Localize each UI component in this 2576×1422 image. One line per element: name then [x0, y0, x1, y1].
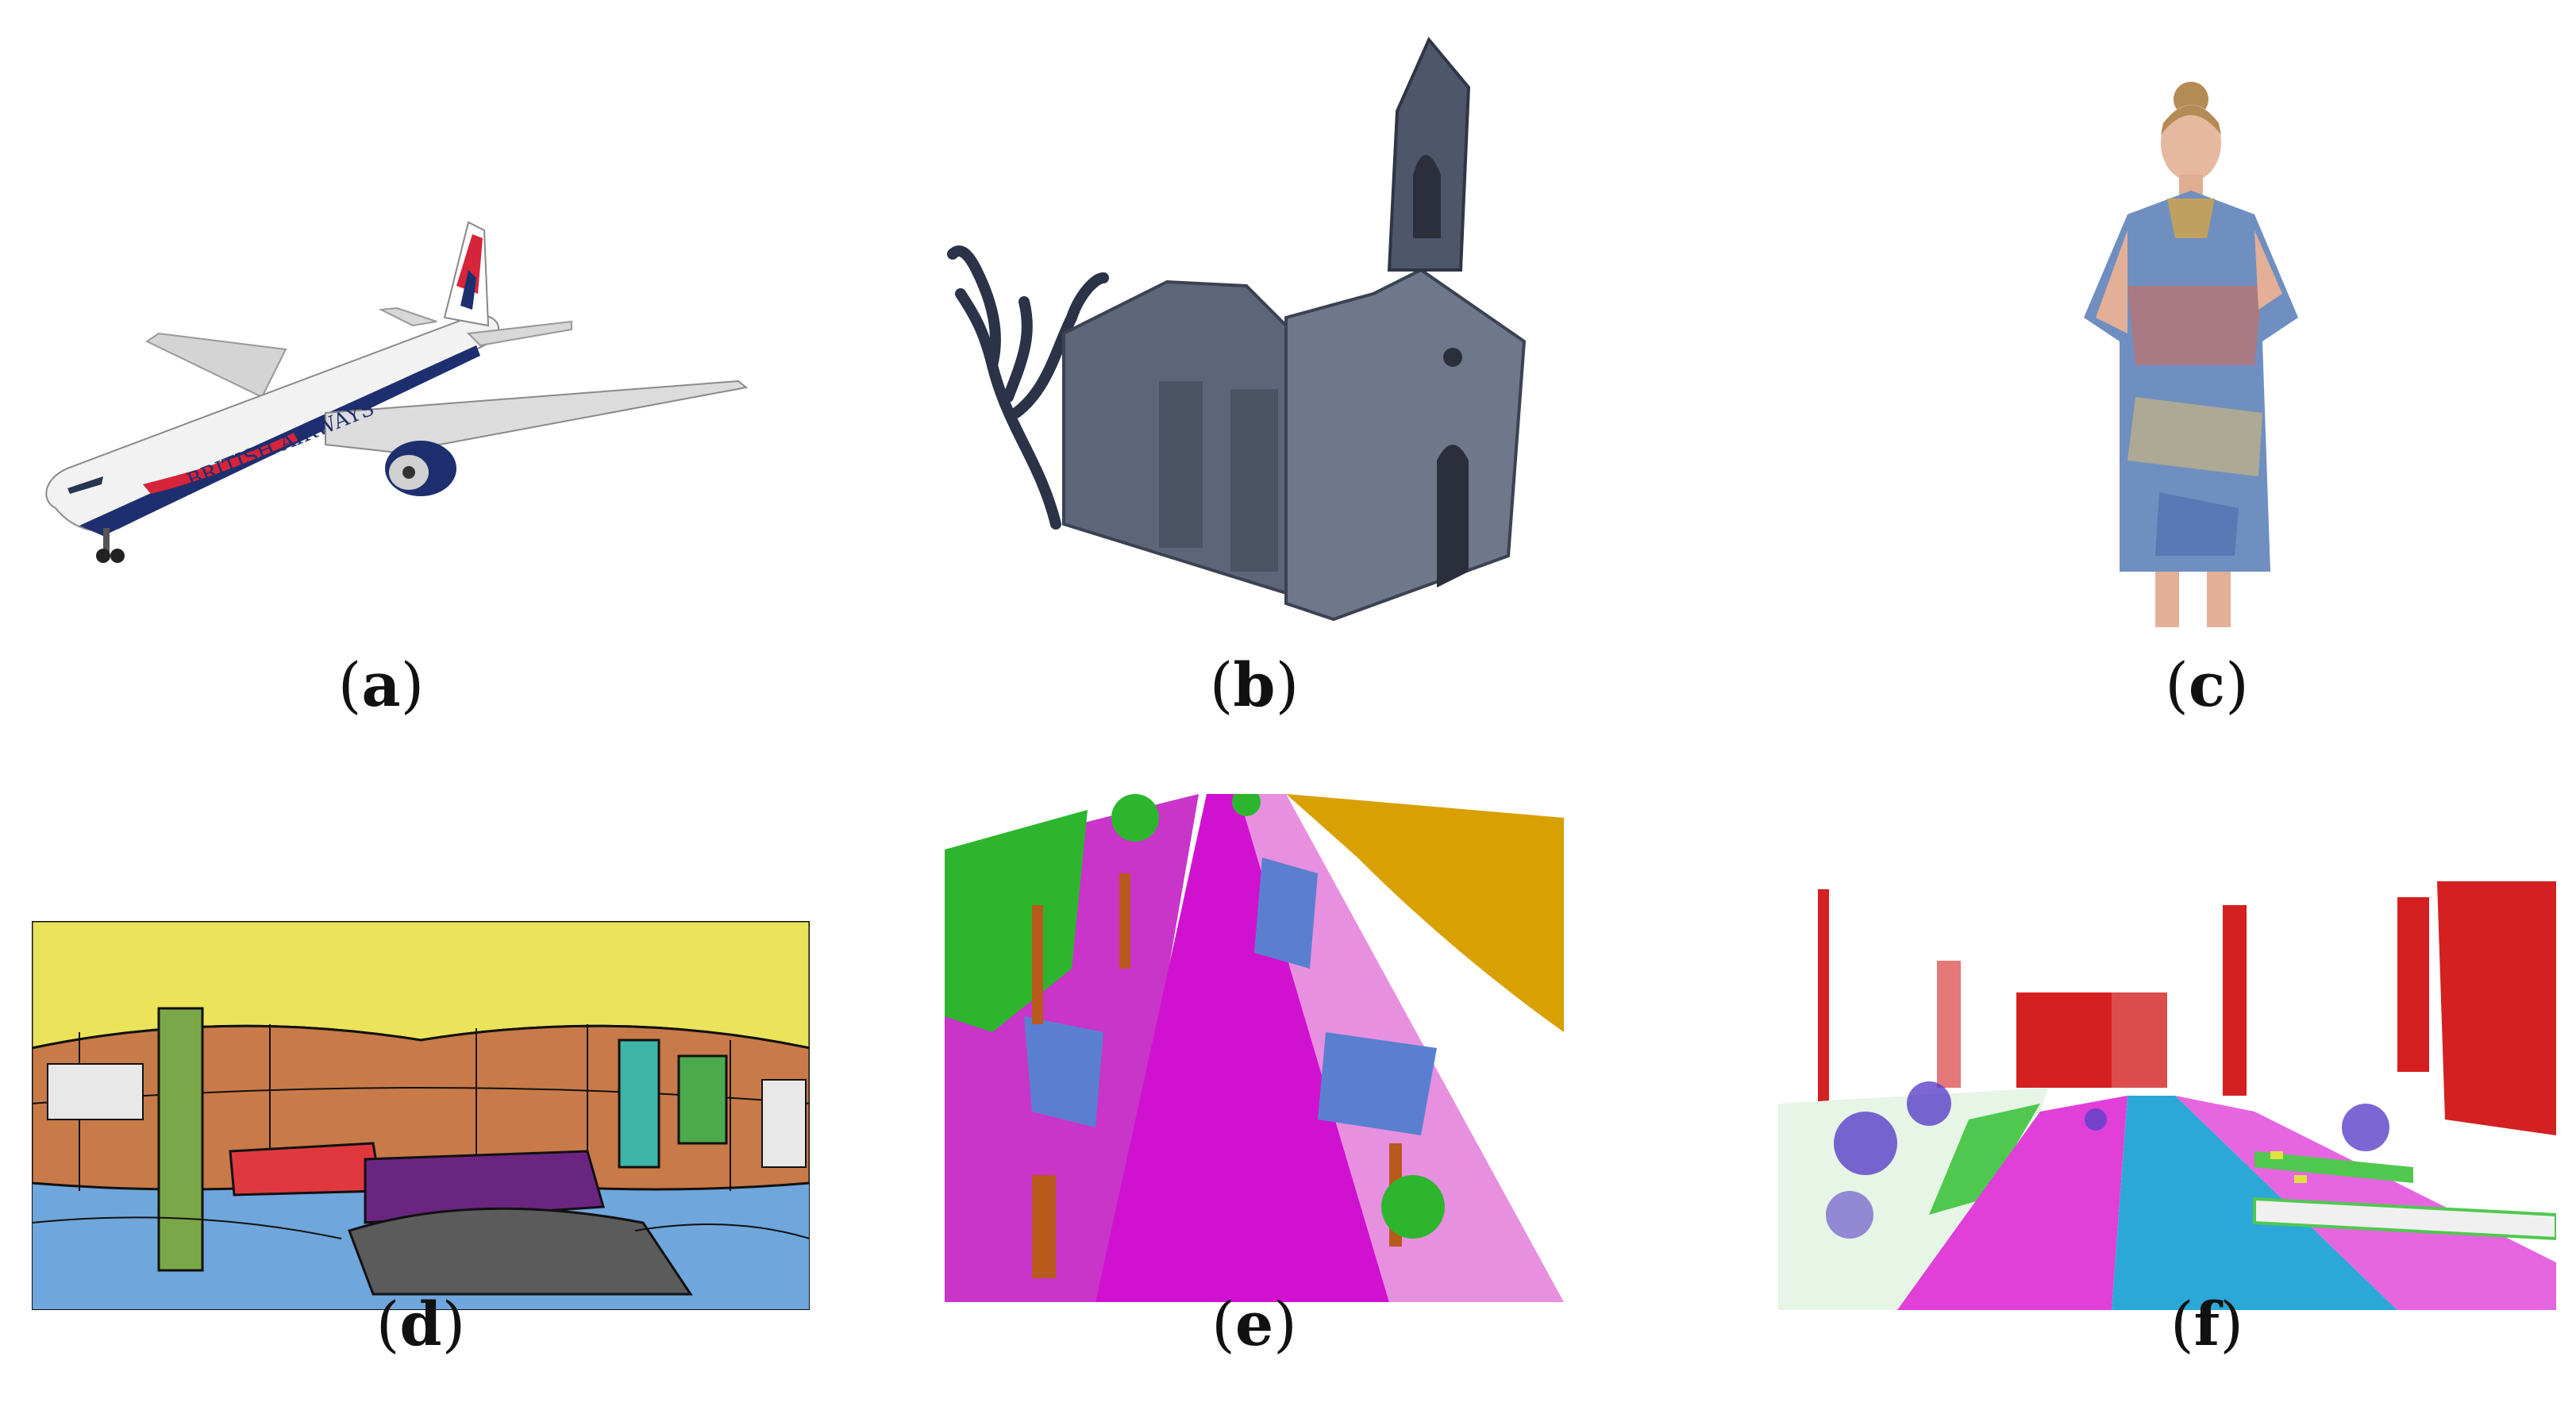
caption-f-open: ( — [2170, 1289, 2194, 1359]
caption-b-open: ( — [1209, 649, 1234, 720]
caption-d: (d) — [302, 1294, 540, 1355]
caption-c-letter: c — [2188, 649, 2226, 720]
caption-e-open: ( — [1211, 1289, 1235, 1359]
caption-b: (b) — [1135, 655, 1373, 715]
caption-e-close: ) — [1273, 1289, 1297, 1359]
caption-c-close: ) — [2225, 649, 2249, 720]
lidar-street-segmentation-image — [1778, 881, 2556, 1310]
caption-c: (c) — [2088, 655, 2326, 715]
caption-a-open: ( — [337, 649, 362, 720]
caption-b-close: ) — [1275, 649, 1300, 720]
person-scan-image — [2080, 79, 2302, 635]
indoor-panorama-segmentation-image — [32, 921, 810, 1310]
church-point-cloud-image — [945, 16, 1564, 627]
caption-f-letter: f — [2193, 1289, 2220, 1359]
road-segmentation-point-cloud-image — [945, 794, 1564, 1302]
caption-e: (e) — [1135, 1294, 1373, 1355]
caption-a: (a) — [262, 655, 500, 715]
caption-a-letter: a — [361, 649, 401, 720]
caption-d-letter: d — [399, 1289, 442, 1359]
caption-c-open: ( — [2165, 649, 2189, 720]
caption-d-close: ) — [441, 1289, 466, 1359]
caption-d-open: ( — [375, 1289, 400, 1359]
airplane-image: BRITISH AIRWAYS — [24, 214, 754, 627]
caption-f: (f) — [2088, 1294, 2326, 1355]
caption-b-letter: b — [1233, 649, 1276, 720]
caption-f-close: ) — [2220, 1289, 2243, 1359]
caption-e-letter: e — [1234, 1289, 1274, 1359]
caption-a-close: ) — [400, 649, 425, 720]
